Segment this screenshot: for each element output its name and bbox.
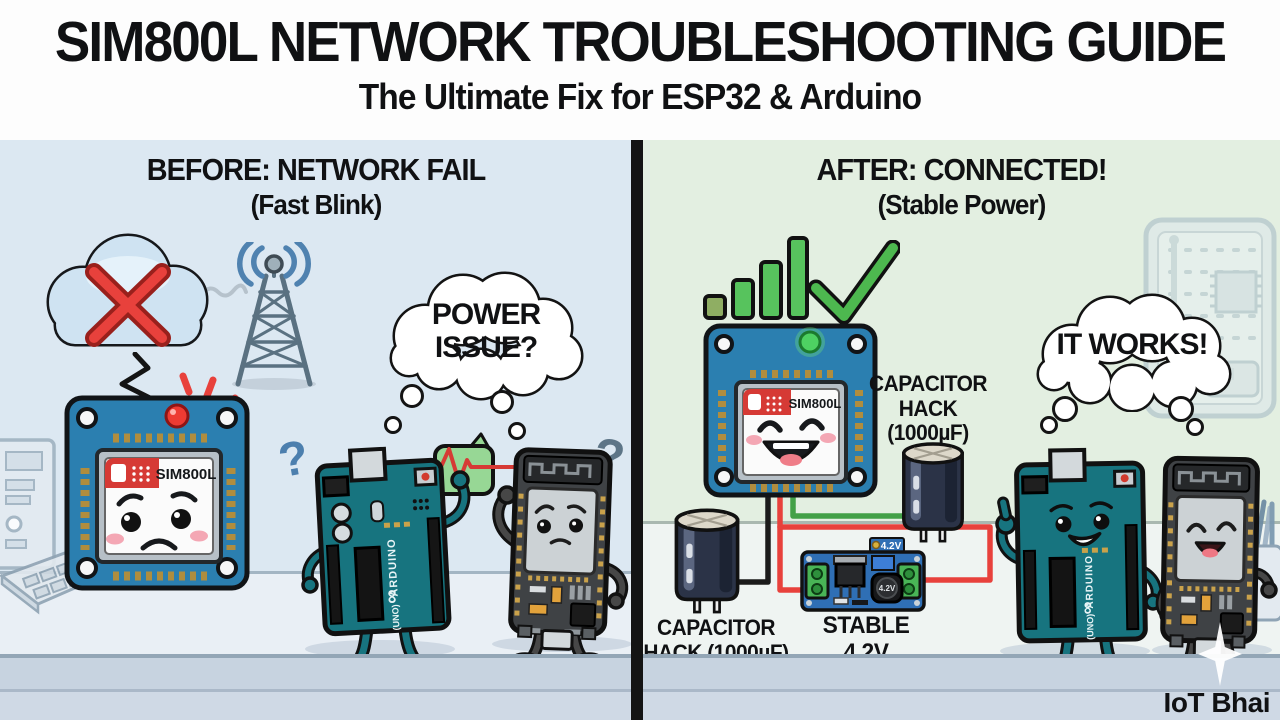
arduino-character-confused: ARDUINO ∞ (UNO) — [301, 446, 471, 674]
arduino-infinity-logo: ∞ — [380, 589, 403, 604]
worried-face — [534, 504, 587, 546]
capacitor-icon — [674, 508, 740, 614]
before-subheading: (Fast Blink) — [250, 189, 383, 220]
arduino-board-label: ARDUINO — [1084, 555, 1096, 609]
micro-usb-port — [540, 629, 574, 651]
arduino-uno-label: (UNO) — [390, 604, 401, 630]
thought-dot — [1168, 396, 1194, 422]
sad-face — [116, 491, 198, 551]
inductor-label: 4.2V — [879, 584, 896, 593]
green-led — [798, 330, 822, 354]
happy-face — [1049, 501, 1113, 513]
happy-face — [757, 418, 825, 433]
lab-instrument-icon — [0, 438, 56, 570]
error-x-icon — [85, 263, 171, 347]
capacitor-icon — [902, 442, 964, 543]
esp32-character-happy — [1155, 455, 1278, 680]
red-wire — [777, 524, 811, 593]
thought-dot — [1040, 416, 1058, 434]
red-led — [164, 403, 190, 429]
esp32-character-confused — [492, 447, 629, 670]
green-wire — [790, 494, 923, 519]
module-label: SIM800L — [789, 396, 842, 411]
thought-bubble-power — [389, 271, 584, 401]
page-subtitle: The Ultimate Fix for ESP32 & Arduino — [358, 76, 922, 117]
module-label: SIM800L — [156, 466, 217, 483]
cloud-error-icon — [46, 233, 209, 347]
after-subheading: (Stable Power) — [877, 189, 1047, 220]
brand-watermark: IoT Bhai — [1163, 687, 1271, 718]
thought-dot — [490, 390, 514, 414]
checkmark-icon — [808, 240, 900, 325]
thumbs-up — [995, 496, 1017, 535]
it-works-text: IT WORKS! — [1056, 328, 1209, 361]
voltage-regulator — [834, 562, 866, 588]
squiggle-icon — [200, 283, 248, 298]
thought-dot — [1186, 418, 1204, 436]
sim800l-module-happy: SIM800L — [703, 323, 878, 498]
arduino-board-label: ARDUINO — [386, 538, 401, 597]
page-title: SIM800L NETWORK TROUBLESHOOTING GUIDE — [54, 10, 1227, 74]
thought-dot — [508, 422, 526, 440]
thought-dot — [384, 416, 402, 434]
sim800l-module-sad: SIM800L — [64, 372, 250, 591]
thought-dot — [400, 384, 424, 408]
signal-waves-icon — [237, 242, 311, 287]
panel-divider — [631, 140, 643, 720]
black-wire — [730, 494, 771, 585]
thought-dot — [1052, 396, 1078, 422]
trimmer-tag-label: 4.2V — [881, 541, 902, 552]
antenna-pattern — [1177, 470, 1241, 486]
usb-port — [347, 446, 388, 483]
thought-bubble-works — [1036, 293, 1232, 412]
before-heading: BEFORE: NETWORK FAIL — [146, 152, 486, 187]
converter-label: STABLE 4.2V — [822, 612, 910, 666]
arduino-character-happy: ARDUINO ∞ (UNO) — [995, 447, 1163, 685]
red-wire — [777, 494, 993, 583]
arduino-uno-label: (UNO) — [1085, 614, 1095, 640]
power-issue-text: POWER ISSUE? — [431, 298, 541, 364]
happy-face — [1186, 521, 1237, 533]
buck-converter-icon: 4.2V 4.2V — [800, 537, 926, 612]
cell-tower-icon — [232, 242, 316, 390]
wiring-diagram — [730, 494, 993, 593]
arduino-infinity-logo: ∞ — [1077, 601, 1097, 614]
signal-bars-icon — [703, 236, 809, 320]
antenna-pattern — [528, 462, 592, 479]
capacitor-right-label: CAPACITOR HACK (1000µF) — [868, 371, 988, 446]
title-band — [0, 0, 1280, 140]
after-heading: AFTER: CONNECTED! — [816, 152, 1107, 187]
